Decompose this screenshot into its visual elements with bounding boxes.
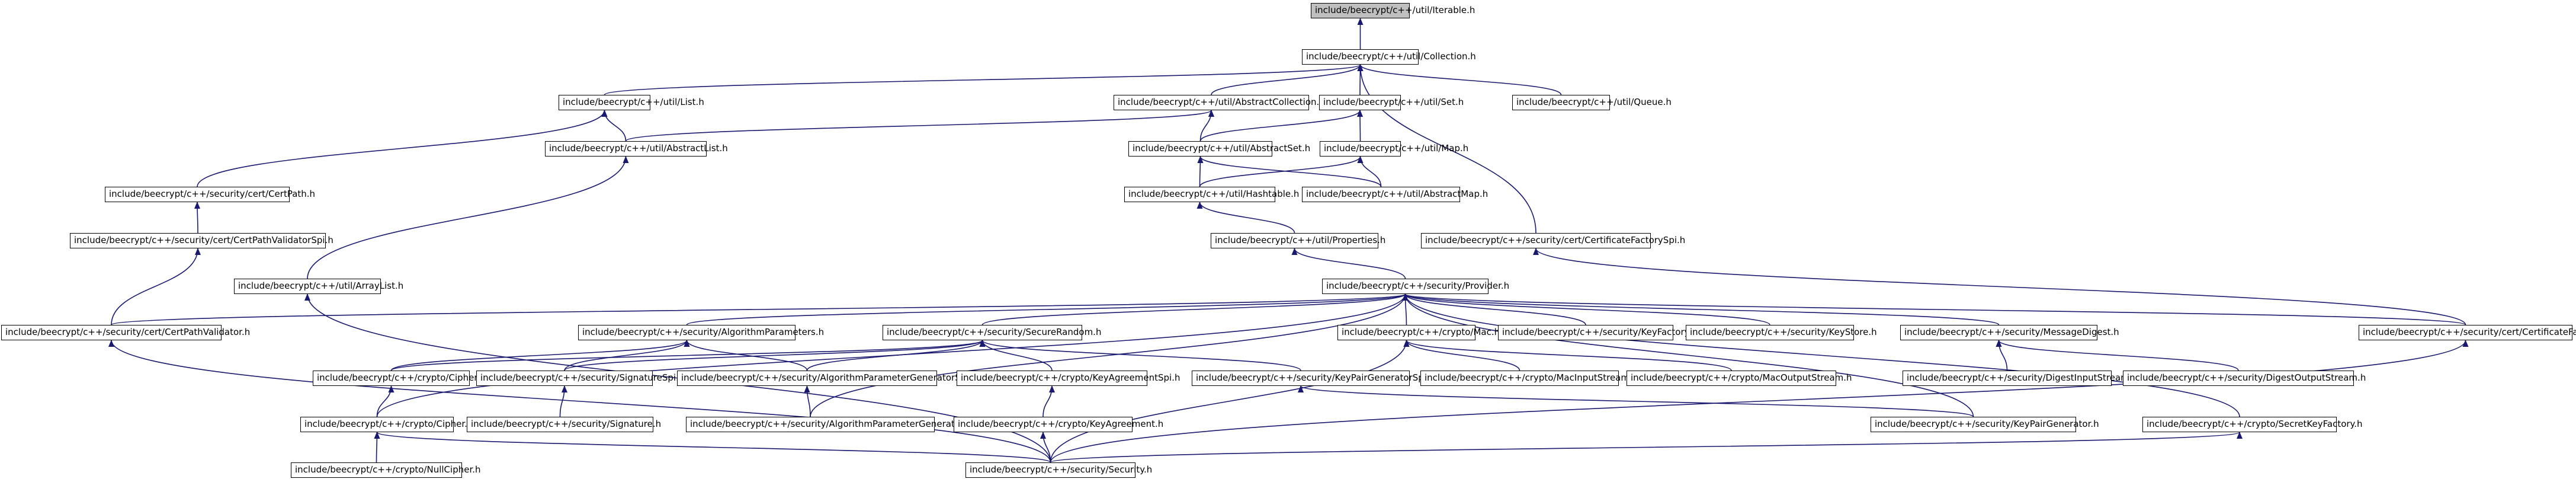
node-cipher[interactable]: include/beecrypt/c++/crypto/Cipher.h — [300, 417, 473, 432]
node-messagedigest[interactable]: include/beecrypt/c++/security/MessageDig… — [1900, 325, 2119, 340]
edge-keyagreement-to-keyagreementspi — [1042, 385, 1055, 417]
node-properties[interactable]: include/beecrypt/c++/util/Properties.h — [1211, 233, 1385, 248]
node-algparams[interactable]: include/beecrypt/c++/security/AlgorithmP… — [578, 325, 824, 340]
node-security[interactable]: include/beecrypt/c++/security/Security.h — [965, 462, 1152, 478]
edge-signaturespi-to-securerandom — [564, 340, 986, 371]
edge-keypairgenspi-to-securerandom — [979, 340, 1301, 371]
node-digestoutputstream[interactable]: include/beecrypt/c++/security/DigestOutp… — [2123, 371, 2366, 386]
node-certpathvalidatorspi[interactable]: include/beecrypt/c++/security/cert/CertP… — [70, 233, 333, 248]
edge-signature-to-signaturespi — [559, 385, 567, 417]
node-arraylist[interactable]: include/beecrypt/c++/util/ArrayList.h — [234, 279, 403, 294]
node-provider[interactable]: include/beecrypt/c++/security/Provider.h — [1322, 279, 1509, 294]
node-keyagreementspi[interactable]: include/beecrypt/c++/crypto/KeyAgreement… — [957, 371, 1180, 386]
edge-keystore-to-provider — [1402, 293, 1770, 325]
node-abstractset[interactable]: include/beecrypt/c++/util/AbstractSet.h — [1128, 141, 1310, 157]
edge-abstractmap-to-map — [1357, 156, 1382, 187]
node-keyagreement[interactable]: include/beecrypt/c++/crypto/KeyAgreement… — [954, 417, 1163, 432]
edge-algparamgen-to-provider — [810, 293, 1409, 417]
edge-secretkeyfactory-to-provider — [1402, 293, 2240, 417]
edge-digestoutputstream-to-messagedigest — [1996, 340, 2239, 371]
edge-list-to-collection — [604, 64, 1363, 95]
node-queue[interactable]: include/beecrypt/c++/util/Queue.h — [1512, 95, 1672, 110]
node-keypairgen[interactable]: include/beecrypt/c++/security/KeyPairGen… — [1871, 417, 2099, 432]
edge-algparamgenspi-to-algparams — [684, 340, 808, 371]
node-abstractcollection[interactable]: include/beecrypt/c++/util/AbstractCollec… — [1114, 95, 1325, 110]
node-list[interactable]: include/beecrypt/c++/util/List.h — [559, 95, 704, 110]
node-macoutputstream[interactable]: include/beecrypt/c++/crypto/MacOutputStr… — [1627, 371, 1852, 386]
edge-certfactory-to-provider — [1403, 293, 2466, 325]
node-certpath[interactable]: include/beecrypt/c++/security/cert/CertP… — [105, 187, 315, 202]
node-nullcipher[interactable]: include/beecrypt/c++/crypto/NullCipher.h — [291, 462, 481, 478]
node-abstractmap[interactable]: include/beecrypt/c++/util/AbstractMap.h — [1302, 187, 1488, 202]
node-keyfactory[interactable]: include/beecrypt/c++/security/KeyFactory… — [1498, 325, 1697, 340]
node-digestinputstream[interactable]: include/beecrypt/c++/security/DigestInpu… — [1903, 371, 2138, 386]
edge-signaturespi-to-algparams — [564, 340, 690, 371]
node-secretkeyfactory[interactable]: include/beecrypt/c++/crypto/SecretKeyFac… — [2142, 417, 2363, 432]
node-macinputstream[interactable]: include/beecrypt/c++/crypto/MacInputStre… — [1420, 371, 1638, 386]
edge-certpathvalidator-to-certpathvalidatorspi — [111, 248, 201, 325]
edge-hashtable-to-map — [1199, 156, 1364, 187]
edge-securerandom-to-provider — [981, 293, 1409, 325]
edge-keyfactory-to-provider — [1402, 293, 1586, 325]
node-signature[interactable]: include/beecrypt/c++/security/Signature.… — [467, 417, 661, 432]
node-algparamgen[interactable]: include/beecrypt/c++/security/AlgorithmP… — [686, 417, 971, 432]
edge-abstractmap-to-abstractset — [1197, 156, 1382, 187]
edge-abstractset-to-abstractcollection — [1199, 110, 1214, 142]
node-iterable[interactable]: include/beecrypt/c++/util/Iterable.h — [1311, 3, 1475, 18]
node-map[interactable]: include/beecrypt/c++/util/Map.h — [1320, 141, 1468, 157]
edge-certpathvalidator-to-provider — [111, 293, 1408, 325]
node-abstractlist[interactable]: include/beecrypt/c++/util/AbstractList.h — [545, 141, 728, 157]
node-keystore[interactable]: include/beecrypt/c++/security/KeyStore.h — [1686, 325, 1877, 340]
edge-algparamgenspi-to-securerandom — [806, 340, 986, 371]
node-signaturespi[interactable]: include/beecrypt/c++/security/SignatureS… — [476, 371, 684, 386]
edge-keypairgen-to-keypairgenspi — [1298, 385, 1974, 417]
edge-hashtable-to-abstractset — [1197, 156, 1204, 187]
edge-abstractcollection-to-collection — [1211, 64, 1364, 95]
edge-cipherspi-to-securerandom — [390, 340, 986, 371]
edge-queue-to-collection — [1357, 64, 1562, 95]
node-certfactory[interactable]: include/beecrypt/c++/security/cert/Certi… — [2359, 325, 2576, 340]
edge-provider-to-properties — [1291, 248, 1406, 279]
node-certfactoryspi[interactable]: include/beecrypt/c++/security/cert/Certi… — [1421, 233, 1685, 248]
edge-algparamgen-to-algparamgenspi — [804, 385, 811, 417]
edge-certfactory-to-certfactoryspi — [1533, 248, 2466, 325]
edge-abstractset-to-set — [1199, 110, 1363, 142]
node-securerandom[interactable]: include/beecrypt/c++/security/SecureRand… — [883, 325, 1101, 340]
edge-keypairgen-to-provider — [1402, 293, 1974, 417]
edge-certpath-to-list — [197, 110, 608, 187]
edge-abstractlist-to-abstractcollection — [625, 110, 1214, 142]
edge-macoutputstream-to-mac — [1403, 340, 1732, 371]
node-mac[interactable]: include/beecrypt/c++/crypto/Mac.h — [1337, 325, 1500, 340]
node-hashtable[interactable]: include/beecrypt/c++/util/Hashtable.h — [1124, 187, 1299, 202]
node-collection[interactable]: include/beecrypt/c++/util/Collection.h — [1302, 49, 1476, 65]
edge-messagedigest-to-provider — [1402, 293, 2000, 325]
edge-security-to-cipher — [374, 432, 1051, 463]
node-cipherspi[interactable]: include/beecrypt/c++/crypto/CipherSpi.h — [313, 371, 500, 386]
edge-macinputstream-to-mac — [1403, 340, 1520, 371]
edge-abstractlist-to-list — [601, 110, 627, 142]
edge-certpathvalidatorspi-to-certpath — [194, 202, 201, 234]
edge-map-to-set — [1357, 110, 1364, 142]
edge-algparams-to-provider — [686, 293, 1408, 325]
node-certpathvalidator[interactable]: include/beecrypt/c++/security/cert/CertP… — [1, 325, 250, 340]
edge-security-to-secretkeyfactory — [1050, 432, 2243, 463]
edge-security-to-keyagreement — [1040, 432, 1051, 463]
edge-security-to-certpathvalidator — [108, 340, 1051, 463]
edge-properties-to-hashtable — [1196, 202, 1295, 234]
node-keypairgenspi[interactable]: include/beecrypt/c++/security/KeyPairGen… — [1192, 371, 1435, 386]
node-algparamgenspi[interactable]: include/beecrypt/c++/security/AlgorithmP… — [677, 371, 977, 386]
edge-security-to-certfactory — [1050, 340, 2469, 463]
edge-cipherspi-to-algparams — [390, 340, 690, 371]
edge-arraylist-to-abstractlist — [307, 156, 629, 279]
edge-security-to-mac — [1050, 340, 1410, 463]
edge-cipher-to-cipherspi — [376, 385, 394, 417]
node-set[interactable]: include/beecrypt/c++/util/Set.h — [1319, 95, 1464, 110]
